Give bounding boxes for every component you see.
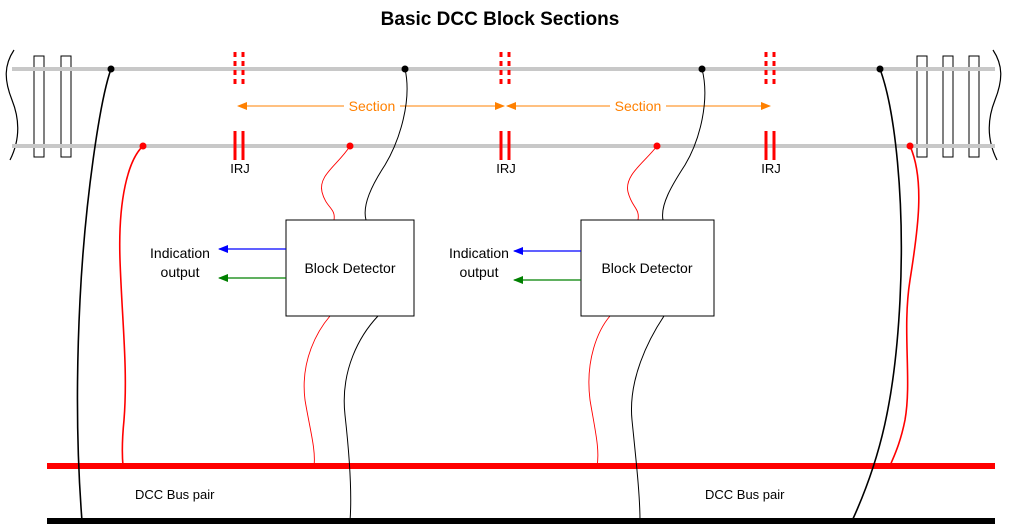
junction-dot	[120, 463, 126, 469]
irj-label-1: IRJ	[230, 161, 250, 176]
section2-red-to-detector	[627, 145, 658, 221]
top-rail-gaps	[233, 52, 776, 86]
feeder-red-left	[118, 145, 144, 467]
block-detector-1-label: Block Detector	[304, 260, 395, 276]
section-label-1: Section	[349, 98, 396, 114]
bus-label-left: DCC Bus pair	[135, 487, 215, 502]
feeder-black-left	[76, 68, 112, 522]
section1-red-to-detector	[321, 145, 351, 221]
track-break-right	[988, 49, 1002, 161]
junction-dot	[107, 65, 115, 73]
section2-black-to-detector	[662, 68, 706, 221]
indication-label-1-line1: Indication	[150, 245, 210, 261]
junction-dot	[906, 142, 914, 150]
junction-dot	[347, 518, 353, 524]
sleepers	[33, 55, 980, 158]
sleeper	[968, 55, 980, 158]
indication-label-2-line2: output	[460, 264, 499, 280]
irj-label-3: IRJ	[761, 161, 781, 176]
feeder-red-right	[889, 145, 920, 467]
junction-dot	[79, 518, 85, 524]
section2-red-to-bus	[588, 315, 611, 467]
block-detector-2-label: Block Detector	[601, 260, 692, 276]
section1-black-to-detector	[364, 68, 408, 221]
irj-label-2: IRJ	[496, 161, 516, 176]
junction-dot	[139, 142, 147, 150]
block-detector-2	[580, 219, 715, 317]
junction-dot	[637, 518, 643, 524]
junction-dot	[887, 463, 893, 469]
sleeper	[916, 55, 928, 158]
section1-black-to-bus	[343, 315, 379, 522]
indication-label-1-line2: output	[161, 264, 200, 280]
bus-label-right: DCC Bus pair	[705, 487, 785, 502]
junction-dot	[653, 142, 661, 150]
sleeper	[60, 55, 72, 158]
junction-dot	[849, 518, 855, 524]
section2-black-to-bus	[630, 315, 665, 522]
junction-dot	[876, 65, 884, 73]
junction-dot	[346, 142, 354, 150]
sleeper	[942, 55, 954, 158]
junction-dot	[594, 463, 600, 469]
junction-dot	[698, 65, 706, 73]
indication-label-2-line1: Indication	[449, 245, 509, 261]
track-break-left	[5, 49, 19, 161]
irj-marks	[233, 131, 776, 160]
sleeper	[33, 55, 45, 158]
block-detector-1	[285, 219, 415, 317]
section-label-2: Section	[615, 98, 662, 114]
junction-dot	[311, 463, 317, 469]
junction-dot	[401, 65, 409, 73]
junction-dots	[79, 65, 914, 524]
diagram-title: Basic DCC Block Sections	[381, 9, 620, 30]
section1-red-to-bus	[303, 315, 331, 467]
feeder-black-right	[851, 68, 903, 522]
